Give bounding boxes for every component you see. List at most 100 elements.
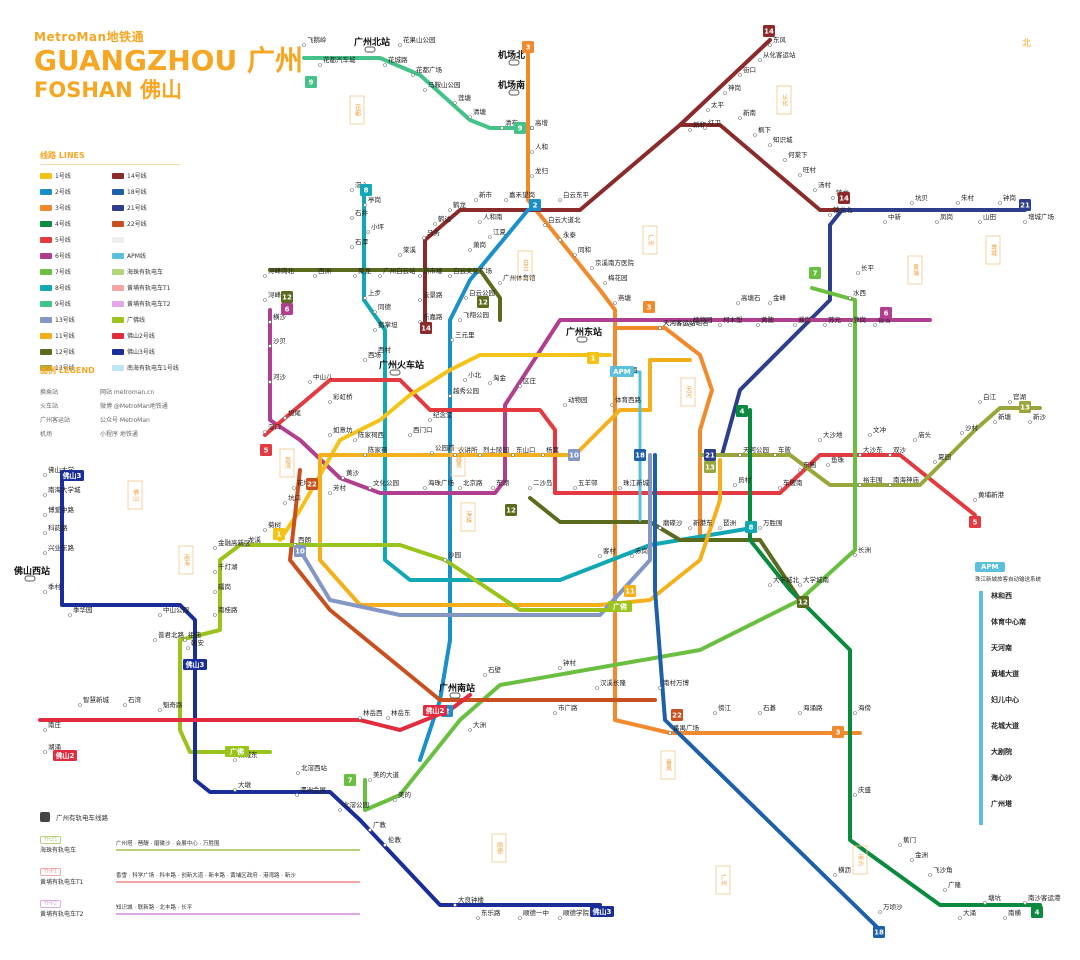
station-label[interactable]: 三元里 xyxy=(455,331,475,339)
station-label[interactable]: 神岗 xyxy=(728,83,741,92)
station-label[interactable]: 文化公园 xyxy=(373,478,399,487)
station-dot[interactable] xyxy=(768,583,772,587)
station-label[interactable]: 西洲 xyxy=(318,267,331,275)
station-label[interactable]: 塘坑 xyxy=(988,893,1002,902)
station-label[interactable]: 南横 xyxy=(1008,908,1022,917)
station-dot[interactable] xyxy=(718,323,722,327)
station-dot[interactable] xyxy=(358,716,362,720)
station-dot[interactable] xyxy=(296,771,300,775)
station-dot[interactable] xyxy=(826,463,830,467)
station-dot[interactable] xyxy=(1008,400,1012,404)
station-dot[interactable] xyxy=(818,438,822,442)
station-label[interactable]: 纪念堂 xyxy=(433,410,453,419)
station-label[interactable]: 暹岗 xyxy=(798,316,811,324)
station-dot[interactable] xyxy=(610,403,614,407)
station-label[interactable]: 区庄 xyxy=(523,376,537,385)
station-label[interactable]: 坑贝 xyxy=(915,193,928,202)
station-dot[interactable] xyxy=(595,686,599,690)
station-label[interactable]: 林岳西 xyxy=(363,708,383,717)
station-label[interactable]: 广州白云站 xyxy=(383,266,416,275)
station-label[interactable]: 朱村 xyxy=(961,193,975,202)
station-label[interactable]: 海珠广场 xyxy=(428,478,455,487)
station-dot[interactable] xyxy=(268,320,272,324)
station-dot[interactable] xyxy=(630,554,634,558)
station-label[interactable]: 坑口 xyxy=(288,493,301,502)
station-label[interactable]: 石井 xyxy=(355,208,369,217)
station-label[interactable]: 钟岗 xyxy=(1003,193,1016,202)
station-label[interactable]: 越秀公园 xyxy=(453,386,479,395)
station-dot[interactable] xyxy=(960,431,964,435)
station-label[interactable]: 番禺广场 xyxy=(673,723,700,732)
station-dot[interactable] xyxy=(341,476,345,480)
station-dot[interactable] xyxy=(378,274,382,278)
station-label[interactable]: 新塘 xyxy=(998,412,1012,421)
station-dot[interactable] xyxy=(978,400,982,404)
station-dot[interactable] xyxy=(468,728,472,732)
station-dot[interactable] xyxy=(858,483,862,487)
station-label[interactable]: 陈家祠西 xyxy=(358,430,385,439)
station-dot[interactable] xyxy=(993,420,997,424)
station-dot[interactable] xyxy=(1003,916,1007,920)
station-label[interactable]: 农讲所 xyxy=(458,445,478,454)
station-dot[interactable] xyxy=(831,196,835,200)
station-dot[interactable] xyxy=(393,798,397,802)
station-label[interactable]: 顺德一中 xyxy=(523,908,549,917)
station-label[interactable]: 鹅掌坦 xyxy=(378,320,398,329)
station-label[interactable]: 鹤边 xyxy=(438,214,452,223)
station-dot[interactable] xyxy=(368,486,372,490)
station-dot[interactable] xyxy=(848,323,852,327)
station-label[interactable]: 龙溪 xyxy=(248,535,262,544)
station-dot[interactable] xyxy=(973,498,977,502)
station-label[interactable]: 大沙地 xyxy=(823,430,843,439)
station-dot[interactable] xyxy=(858,453,862,457)
major-station-label[interactable]: 广州南站 xyxy=(439,682,475,694)
station-dot[interactable] xyxy=(983,901,987,905)
apm-station[interactable]: 体育中心南 xyxy=(991,618,1026,626)
station-label[interactable]: 滘口 xyxy=(268,422,281,431)
interchange-marker[interactable] xyxy=(508,59,520,66)
station-label[interactable]: 飞翔公园 xyxy=(463,310,489,319)
station-dot[interactable] xyxy=(856,271,860,275)
station-dot[interactable] xyxy=(910,201,914,205)
station-dot[interactable] xyxy=(338,808,342,812)
apm-station[interactable]: 妇儿中心 xyxy=(991,696,1019,704)
station-label[interactable]: 赤岗 xyxy=(635,547,648,555)
station-dot[interactable] xyxy=(756,323,760,327)
station-dot[interactable] xyxy=(910,858,914,862)
station-label[interactable]: 白云公园 xyxy=(469,288,495,297)
station-label[interactable]: 红卫 xyxy=(708,118,722,127)
station-dot[interactable] xyxy=(213,570,217,574)
station-dot[interactable] xyxy=(368,828,372,832)
station-dot[interactable] xyxy=(328,491,332,495)
station-label[interactable]: 山田 xyxy=(983,212,996,221)
station-label[interactable]: 花都汽车城 xyxy=(323,55,356,64)
station-label[interactable]: 菊树 xyxy=(268,520,282,529)
major-station-label[interactable]: 广州东站 xyxy=(566,326,602,338)
station-label[interactable]: 海涌路 xyxy=(803,703,823,712)
station-dot[interactable] xyxy=(366,230,370,234)
station-label[interactable]: 新南 xyxy=(743,108,757,117)
station-label[interactable]: 沙贝 xyxy=(273,337,286,345)
station-dot[interactable] xyxy=(295,793,299,797)
station-dot[interactable] xyxy=(243,543,247,547)
station-label[interactable]: 南海神庙 xyxy=(893,475,920,484)
station-label[interactable]: 莲塘 xyxy=(458,93,472,102)
interchange-marker[interactable] xyxy=(364,46,376,53)
station-label[interactable]: 湖涌 xyxy=(48,742,61,751)
station-label[interactable]: 香雪 xyxy=(878,315,891,324)
station-dot[interactable] xyxy=(78,703,82,707)
station-dot[interactable] xyxy=(398,253,402,257)
station-dot[interactable] xyxy=(43,531,47,535)
station-label[interactable]: 大涌 xyxy=(963,908,976,917)
station-label[interactable]: 沙村 xyxy=(965,423,979,432)
station-label[interactable]: 庆盛 xyxy=(858,785,872,794)
major-station-label[interactable]: 机场北 xyxy=(498,49,525,61)
station-label[interactable]: 鹤龙 xyxy=(453,200,467,209)
station-label[interactable]: 燕塘 xyxy=(618,293,632,302)
station-dot[interactable] xyxy=(158,708,162,712)
station-dot[interactable] xyxy=(213,546,217,550)
station-label[interactable]: 朝安 xyxy=(191,638,205,647)
station-label[interactable]: 南庄 xyxy=(48,720,62,729)
station-dot[interactable] xyxy=(68,613,72,617)
station-label[interactable]: 黄陂 xyxy=(761,315,775,324)
